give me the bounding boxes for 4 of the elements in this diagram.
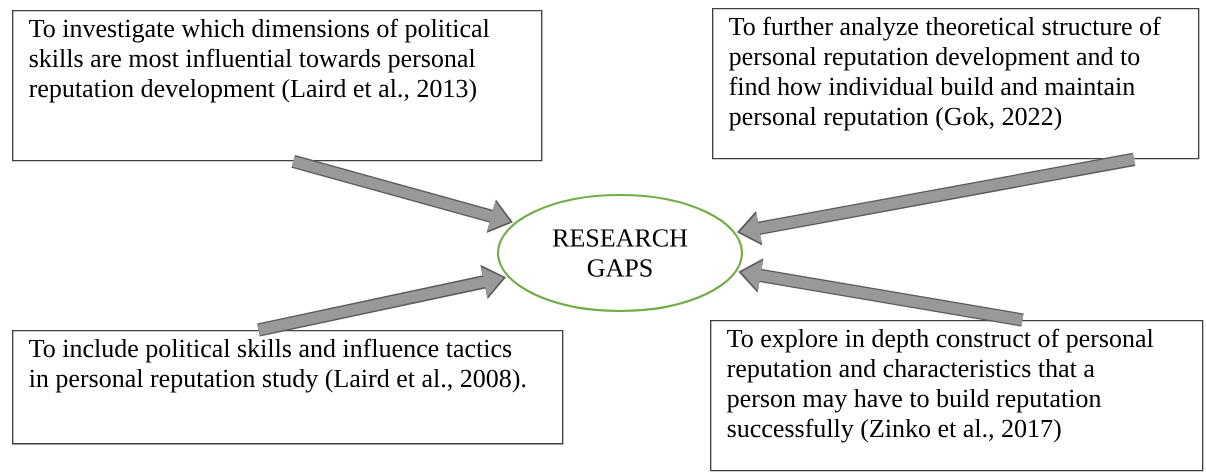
text-box: To explore in depth construct of personal reputation and characteristics that a person may have to build reputation successfully (Zinko et al., 2017) [710, 320, 1204, 472]
text-box: To further analyze theoretical structure of personal reputation development and to find how individual build and maintain personal reputation (Gok, 2022) [712, 8, 1200, 160]
text-box: To investigate which dimensions of political skills are most influential towards personal reputation development (Laird et al., 2013) [12, 10, 543, 162]
text-box: To include political skills and influence tactics in personal reputation study (Laird et al., 2008). [12, 330, 564, 445]
